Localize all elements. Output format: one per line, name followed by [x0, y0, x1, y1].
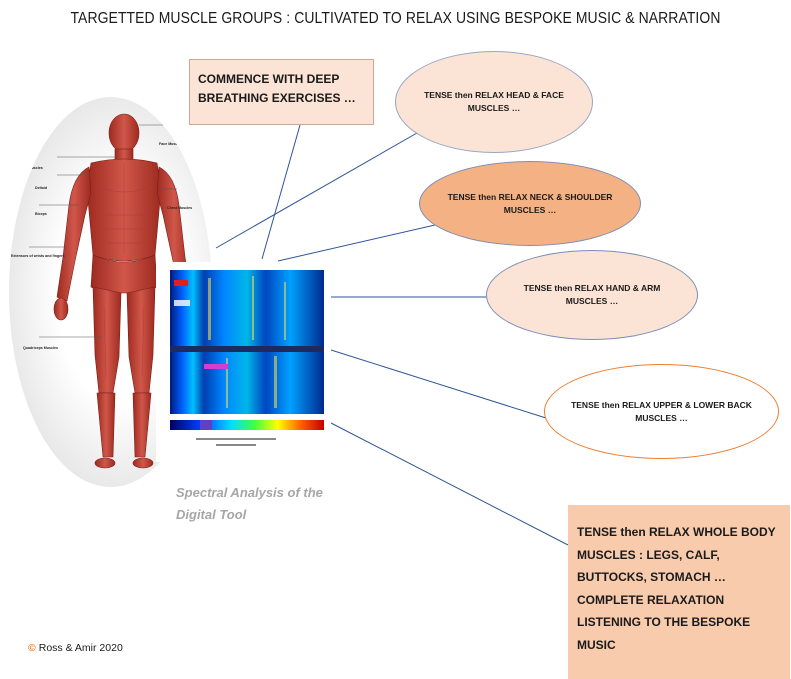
step-head-face-ellipse: TENSE then RELAX HEAD & FACE MUSCLES …	[395, 51, 593, 153]
label-face-muscles: Face Muscles	[159, 142, 182, 146]
step-head-face-text: TENSE then RELAX HEAD & FACE MUSCLES …	[424, 90, 564, 113]
connector-deep-breathing	[261, 124, 301, 260]
copyright-notice: ©Ross & Amir 2020	[28, 642, 123, 654]
label-deltoid: Deltoid	[35, 186, 47, 190]
spectral-analysis-image	[156, 262, 330, 462]
step-hand-arm-text: TENSE then RELAX HAND & ARM MUSCLES …	[523, 283, 661, 306]
step-deep-breathing-box: COMMENCE WITH DEEP BREATHING EXERCISES …	[189, 59, 374, 125]
label-neck-muscles: Neck Muscles	[19, 166, 43, 170]
spectral-caption: Spectral Analysis of the Digital Tool	[176, 485, 323, 522]
connector-neck-shoulder	[277, 221, 449, 262]
label-extensors: Extensors of wrists and fingers	[11, 254, 65, 258]
connector-head-face	[215, 128, 425, 249]
copyright-symbol: ©	[28, 642, 36, 654]
label-chest-muscles: Chest Muscles	[167, 206, 192, 210]
step-back-ellipse: TENSE then RELAX UPPER & LOWER BACK MUSC…	[544, 364, 779, 459]
label-quadriceps: Quadriceps Muscles	[23, 346, 58, 350]
label-biceps: Biceps	[35, 212, 47, 216]
connector-whole-body	[330, 422, 569, 546]
step-neck-shoulder-ellipse: TENSE then RELAX NECK & SHOULDER MUSCLES…	[419, 161, 641, 246]
copyright-text: Ross & Amir 2020	[38, 642, 123, 654]
connector-back	[330, 349, 547, 419]
spectrogram-illustration	[170, 270, 324, 446]
muscle-figure-illustration: Face Muscles Neck Muscles Chest Muscles …	[11, 113, 195, 469]
step-neck-shoulder-text: TENSE then RELAX NECK & SHOULDER MUSCLES…	[447, 191, 613, 215]
step-back-text: TENSE then RELAX UPPER & LOWER BACK MUSC…	[571, 399, 752, 423]
step-whole-body-box: TENSE then RELAX WHOLE BODY MUSCLES : LE…	[568, 505, 790, 679]
diagram-title: TARGETTED MUSCLE GROUPS : CULTIVATED TO …	[70, 10, 721, 27]
step-hand-arm-ellipse: TENSE then RELAX HAND & ARM MUSCLES …	[486, 250, 698, 340]
